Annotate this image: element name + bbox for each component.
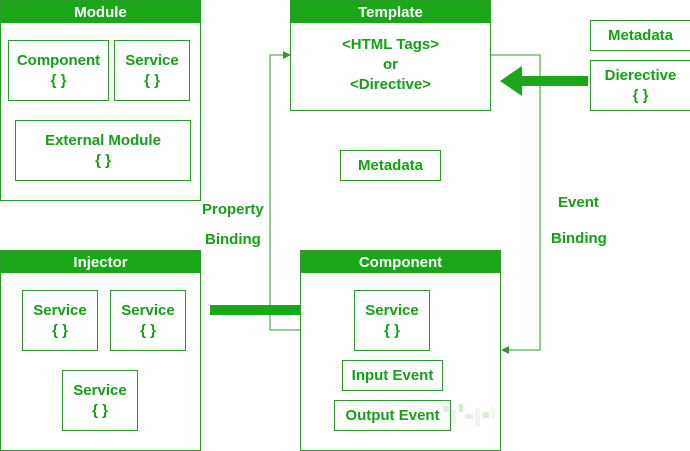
metadata-mid-label: Metadata: [357, 156, 424, 174]
component-title: Component: [301, 251, 500, 273]
property-binding-connector: [269, 51, 300, 331]
template-line-html-tags: <HTML Tags>: [342, 36, 439, 53]
module-service-box: Service { }: [114, 40, 190, 101]
directive-label: Dierective: [604, 66, 677, 84]
template-line-or: or: [383, 56, 398, 73]
injector-title: Injector: [1, 251, 200, 273]
external-module-label: External Module: [45, 131, 161, 149]
directive-box: Dierective { }: [590, 60, 690, 111]
metadata-top-box: Metadata: [590, 20, 690, 51]
template-body: <HTML Tags> or <Directive>: [291, 35, 490, 95]
injector-service-braces: { }: [92, 401, 108, 419]
module-service-braces: { }: [144, 71, 160, 89]
template-title: Template: [291, 1, 490, 23]
injector-service-label: Service: [73, 381, 127, 399]
injector-service-box: Service { }: [62, 370, 138, 431]
module-service-label: Service: [125, 51, 179, 69]
directive-braces: { }: [632, 86, 649, 104]
injector-service-label: Service: [121, 301, 175, 319]
module-component-braces: { }: [50, 71, 67, 89]
output-event-label: Output Event: [345, 406, 440, 424]
external-module-box: External Module { }: [15, 120, 191, 181]
injector-service-braces: { }: [52, 321, 68, 339]
module-component-label: Component: [16, 51, 101, 69]
event-binding-line1: Event: [558, 194, 599, 211]
injector-service-box: Service { }: [22, 290, 98, 351]
metadata-mid-box: Metadata: [340, 150, 441, 181]
injector-service-label: Service: [33, 301, 87, 319]
component-service-box: Service { }: [354, 290, 430, 351]
image-artifact: [443, 404, 495, 426]
metadata-top-label: Metadata: [607, 26, 674, 44]
component-service-label: Service: [365, 301, 419, 319]
injector-service-box: Service { }: [110, 290, 186, 351]
input-event-label: Input Event: [351, 366, 434, 384]
external-module-braces: { }: [95, 151, 111, 169]
input-event-box: Input Event: [342, 360, 443, 391]
component-service-braces: { }: [384, 321, 400, 339]
directive-to-template-arrow: [500, 66, 588, 96]
event-binding-line2: Binding: [551, 230, 607, 247]
property-binding-line1: Property: [202, 201, 264, 218]
property-binding-line2: Binding: [205, 231, 261, 248]
event-binding-connector: [490, 54, 541, 354]
injector-service-braces: { }: [140, 321, 156, 339]
template-line-directive: <Directive>: [350, 76, 431, 93]
template-container: Template <HTML Tags> or <Directive>: [290, 0, 491, 111]
output-event-box: Output Event: [334, 400, 451, 431]
module-component-box: Component { }: [8, 40, 109, 101]
module-title: Module: [1, 1, 200, 23]
